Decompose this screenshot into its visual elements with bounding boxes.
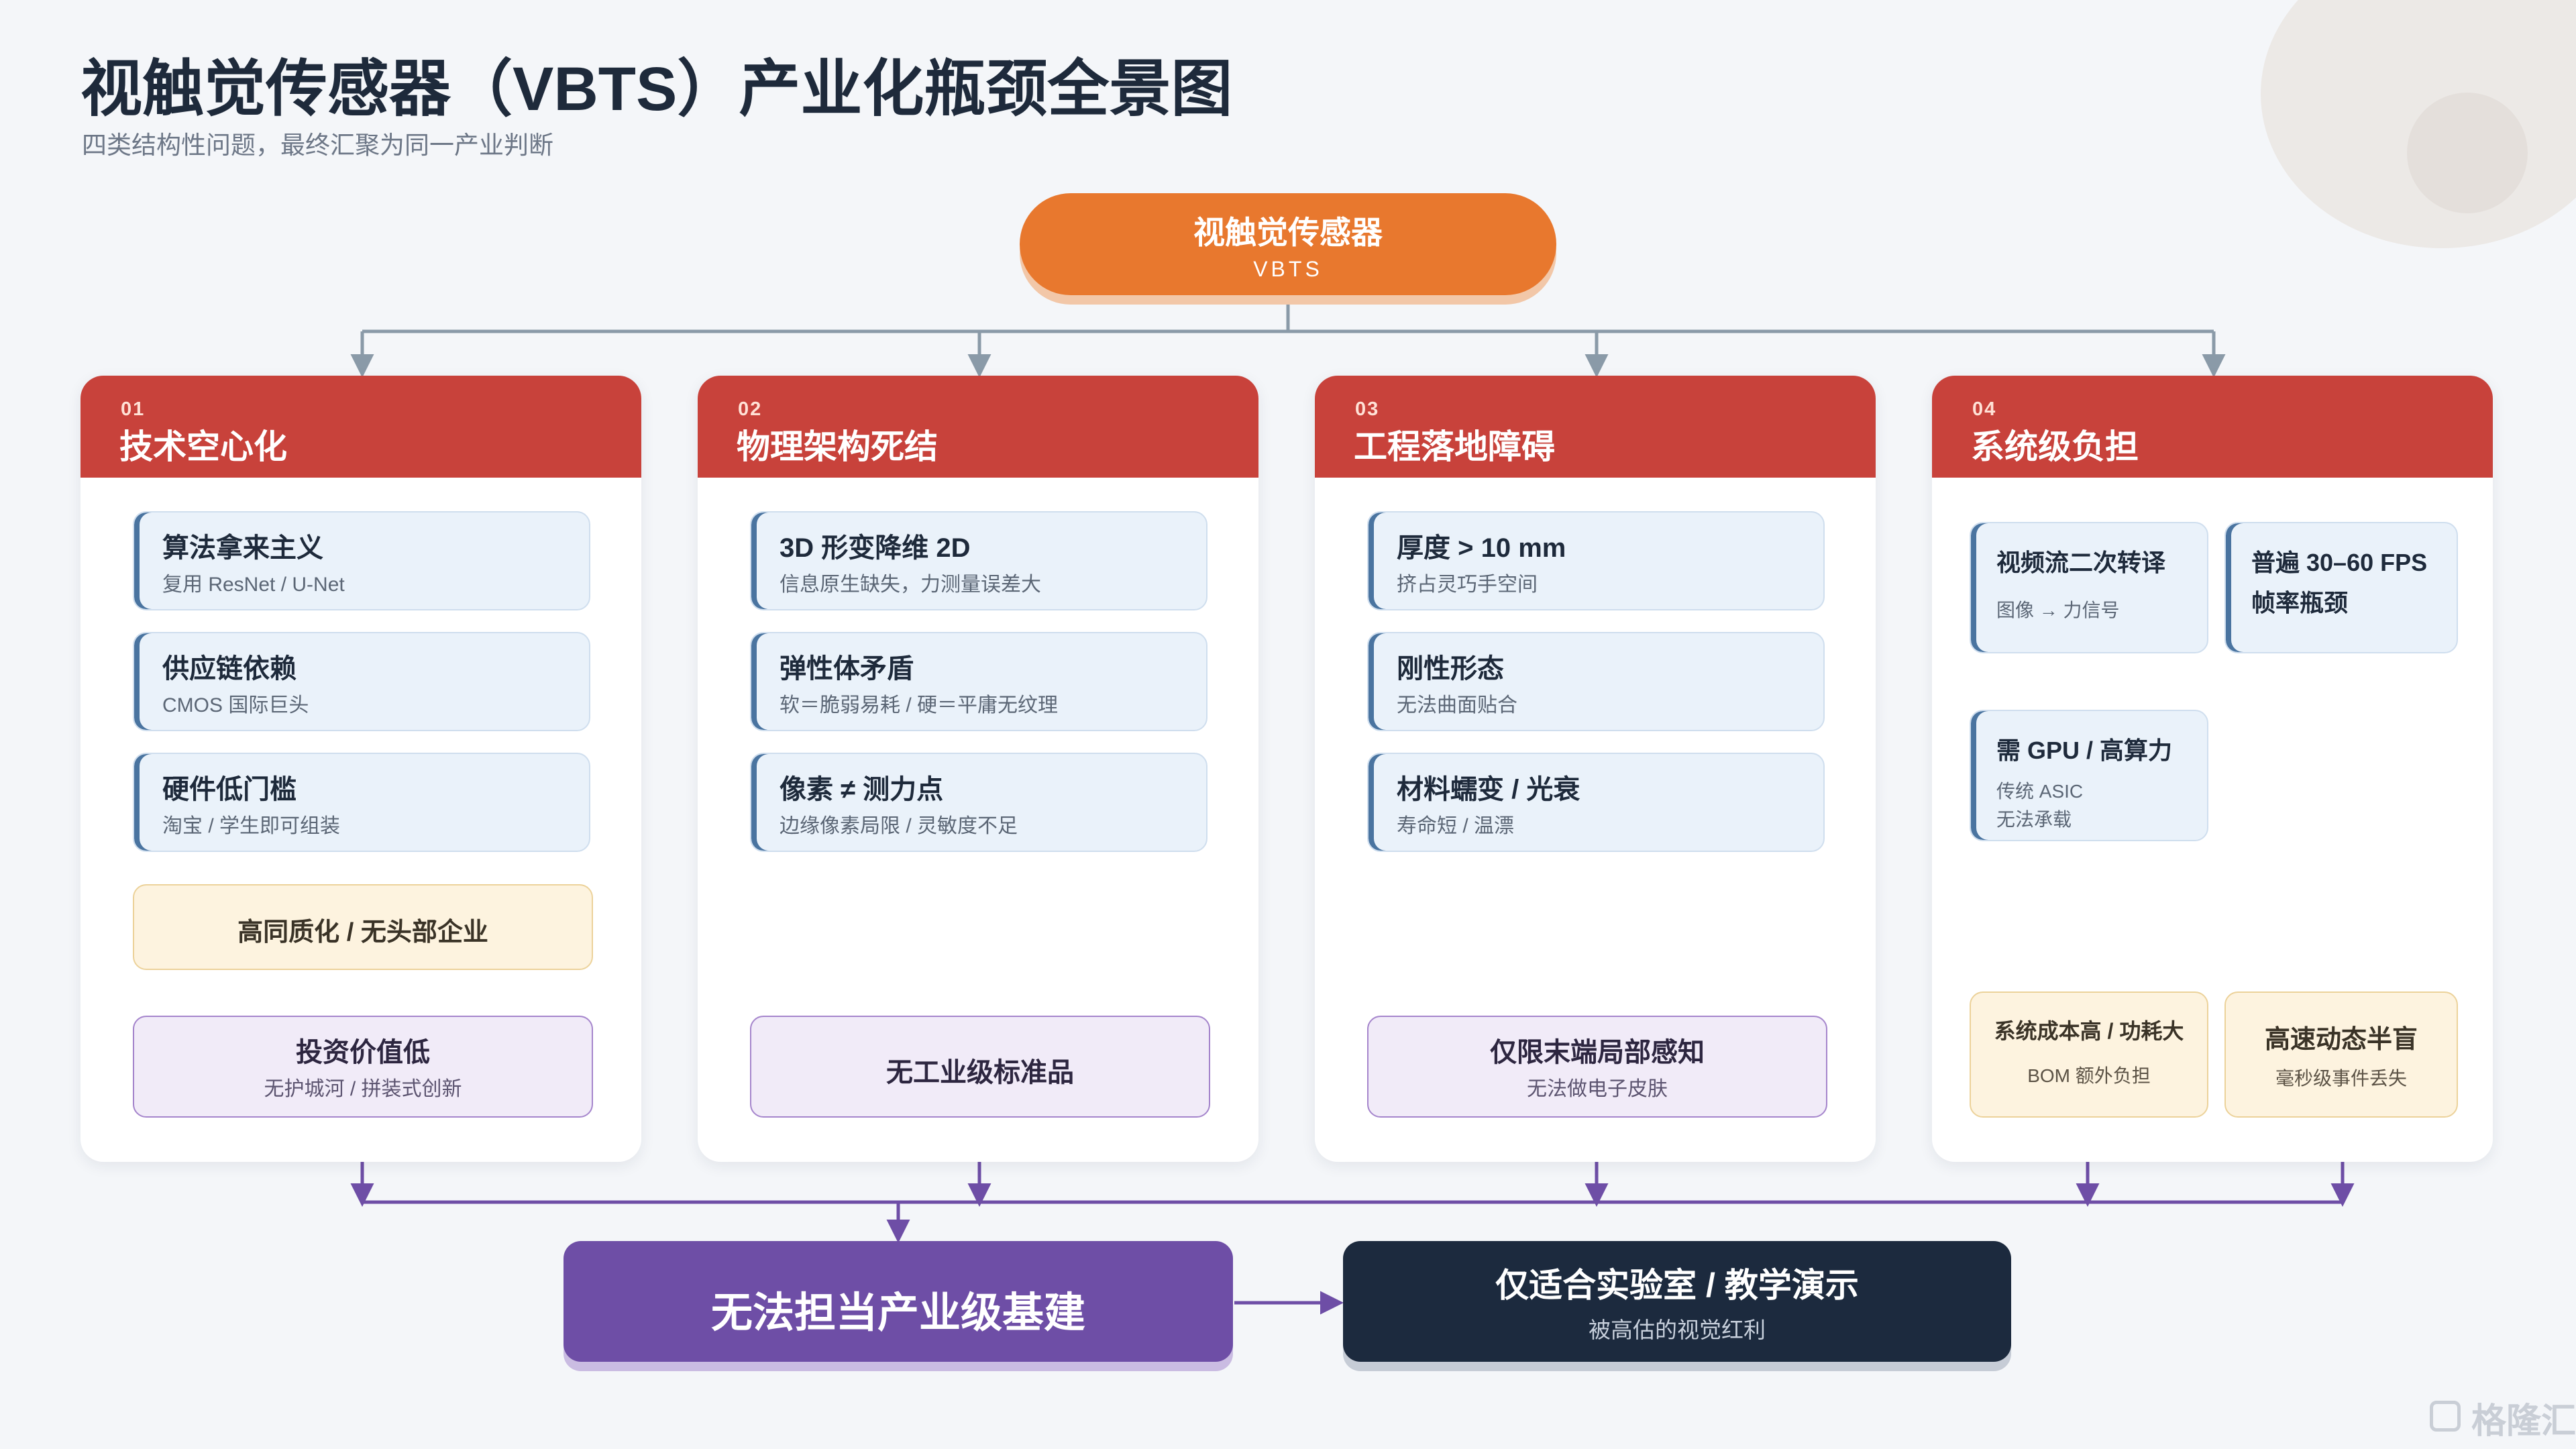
item-gpu-compute: 需 GPU / 高算力 传统 ASIC 无法承载 [1970,710,2208,841]
item-title: 需 GPU / 高算力 [1996,737,2173,764]
item-title: 普遍 30–60 FPS [2251,549,2428,576]
node-title: 高速动态半盲 [2264,1026,2418,1054]
panel-header: 01 技术空心化 [80,376,641,478]
item-fps-bottleneck: 普遍 30–60 FPS 帧率瓶颈 [2224,522,2458,653]
item-supply-chain: 供应链依赖 CMOS 国际巨头 [133,632,590,731]
item-title: 像素 ≠ 测力点 [780,775,944,804]
node-subtitle: 毫秒级事件丢失 [2275,1068,2407,1089]
item-video-translation: 视频流二次转译 图像 → 力信号 [1970,522,2208,653]
conclusion-title: 无法担当产业级基建 [710,1290,1085,1336]
item-elastomer-conflict: 弹性体矛盾 软＝脆弱易耗 / 硬＝平庸无纹理 [750,632,1208,731]
outcome-local-sensing-only: 仅限末端局部感知 无法做电子皮肤 [1367,1016,1827,1118]
item-title-line2: 帧率瓶颈 [2251,589,2349,616]
outcome-low-investment-value: 投资价值低 无护城河 / 拼装式创新 [133,1016,593,1118]
outcome-subtitle: 无法做电子皮肤 [1527,1078,1668,1100]
item-rigid-form: 刚性形态 无法曲面贴合 [1367,632,1825,731]
item-thickness: 厚度 > 10 mm 挤占灵巧手空间 [1367,511,1825,610]
outcome-subtitle: 无护城河 / 拼装式创新 [264,1078,462,1100]
panel-header: 04 系统级负担 [1932,376,2493,478]
node-subtitle: BOM 额外负担 [2027,1065,2151,1086]
panel-title: 技术空心化 [119,428,287,466]
node-title: 系统成本高 / 功耗大 [1994,1019,2184,1043]
item-title: 弹性体矛盾 [780,654,914,684]
node-high-system-cost: 系统成本高 / 功耗大 BOM 额外负担 [1970,991,2208,1118]
conclusion-not-infrastructure: 无法担当产业级基建 [564,1241,1233,1362]
panel-header: 03 工程落地障碍 [1315,376,1876,478]
item-subtitle: 信息原生缺失，力测量误差大 [780,574,1041,596]
panel-system-burden: 04 系统级负担 视频流二次转译 图像 → 力信号 普遍 30–60 FPS 帧… [1932,376,2493,1162]
page-subtitle: 四类结构性问题，最终汇聚为同一产业判断 [82,131,553,159]
item-subtitle-line2: 无法承载 [1996,809,2072,830]
outcome-title: 仅限末端局部感知 [1490,1038,1705,1067]
panel-number: 01 [121,398,146,420]
item-title: 3D 形变降维 2D [780,533,971,563]
panel-number: 02 [738,398,763,420]
outcome-no-industrial-standard: 无工业级标准品 [750,1016,1210,1118]
node-dynamic-half-blind: 高速动态半盲 毫秒级事件丢失 [2224,991,2458,1118]
item-title: 算法拿来主义 [162,533,323,563]
panel-technology-hollowing: 01 技术空心化 算法拿来主义 复用 ResNet / U-Net 供应链依赖 … [80,376,641,1162]
panel-physical-architecture: 02 物理架构死结 3D 形变降维 2D 信息原生缺失，力测量误差大 弹性体矛盾… [698,376,1258,1162]
conclusion-lab-only: 仅适合实验室 / 教学演示 被高估的视觉红利 [1343,1241,2011,1362]
item-low-hardware-barrier: 硬件低门槛 淘宝 / 学生即可组装 [133,753,590,852]
item-subtitle: CMOS 国际巨头 [162,694,309,716]
panel-number: 03 [1355,398,1380,420]
root-subtitle: VBTS [1253,257,1323,281]
item-subtitle: 挤占灵巧手空间 [1397,574,1538,596]
item-subtitle: 传统 ASIC [1996,781,2084,802]
item-title: 硬件低门槛 [162,775,297,804]
conclusion-subtitle: 被高估的视觉红利 [1589,1318,1766,1342]
page-title: 视触觉传感器（VBTS）产业化瓶颈全景图 [80,55,1233,123]
panel-title: 物理架构死结 [737,428,938,466]
node-title: 高同质化 / 无头部企业 [237,918,488,947]
item-subtitle: 软＝脆弱易耗 / 硬＝平庸无纹理 [780,694,1059,716]
panel-title: 系统级负担 [1971,428,2139,466]
panel-header: 02 物理架构死结 [698,376,1258,478]
item-title: 厚度 > 10 mm [1397,533,1566,563]
root-node-vbts: 视触觉传感器 VBTS [1020,193,1556,295]
panel-title: 工程落地障碍 [1354,428,1555,466]
item-subtitle: 图像 → 力信号 [1996,600,2120,621]
outcome-title: 投资价值低 [296,1038,430,1067]
conclusion-title: 仅适合实验室 / 教学演示 [1495,1267,1859,1304]
item-algorithm-borrowing: 算法拿来主义 复用 ResNet / U-Net [133,511,590,610]
item-subtitle: 淘宝 / 学生即可组装 [162,815,341,837]
panel-number: 04 [1972,398,1997,420]
outcome-title: 无工业级标准品 [886,1058,1074,1087]
node-homogenization: 高同质化 / 无头部企业 [133,884,593,970]
item-title: 视频流二次转译 [1996,549,2166,576]
item-3d-to-2d: 3D 形变降维 2D 信息原生缺失，力测量误差大 [750,511,1208,610]
panel-engineering-barriers: 03 工程落地障碍 厚度 > 10 mm 挤占灵巧手空间 刚性形态 无法曲面贴合… [1315,376,1876,1162]
item-material-creep: 材料蠕变 / 光衰 寿命短 / 温漂 [1367,753,1825,852]
item-subtitle: 复用 ResNet / U-Net [162,574,345,596]
item-subtitle: 边缘像素局限 / 灵敏度不足 [780,815,1018,837]
item-subtitle: 寿命短 / 温漂 [1397,815,1515,837]
item-title: 刚性形态 [1397,654,1504,684]
item-subtitle: 无法曲面贴合 [1397,694,1517,716]
item-title: 材料蠕变 / 光衰 [1397,775,1580,804]
item-title: 供应链依赖 [162,654,297,684]
root-title: 视触觉传感器 [1193,215,1383,250]
decorative-circle-small [2407,93,2528,213]
watermark-logo-icon [2430,1401,2461,1432]
watermark-text: 格隆汇 [2471,1402,2576,1441]
item-pixel-vs-force-point: 像素 ≠ 测力点 边缘像素局限 / 灵敏度不足 [750,753,1208,852]
